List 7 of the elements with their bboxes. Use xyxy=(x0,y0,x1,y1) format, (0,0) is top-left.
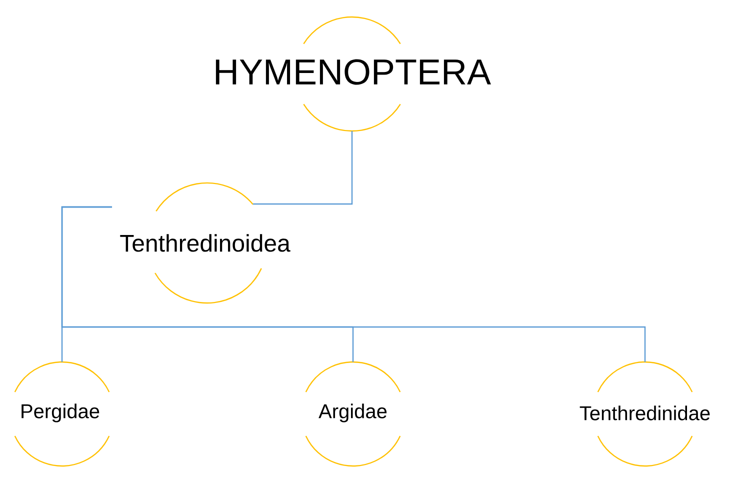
connector xyxy=(61,206,646,362)
node-label: HYMENOPTERA xyxy=(216,59,491,85)
node-label: Tenthredinidae xyxy=(580,406,710,420)
node-label: Pergidae xyxy=(22,404,100,422)
node-label: Tenthredinoidea xyxy=(120,234,290,252)
connector xyxy=(253,131,353,205)
node-label: Argidae xyxy=(318,404,387,422)
